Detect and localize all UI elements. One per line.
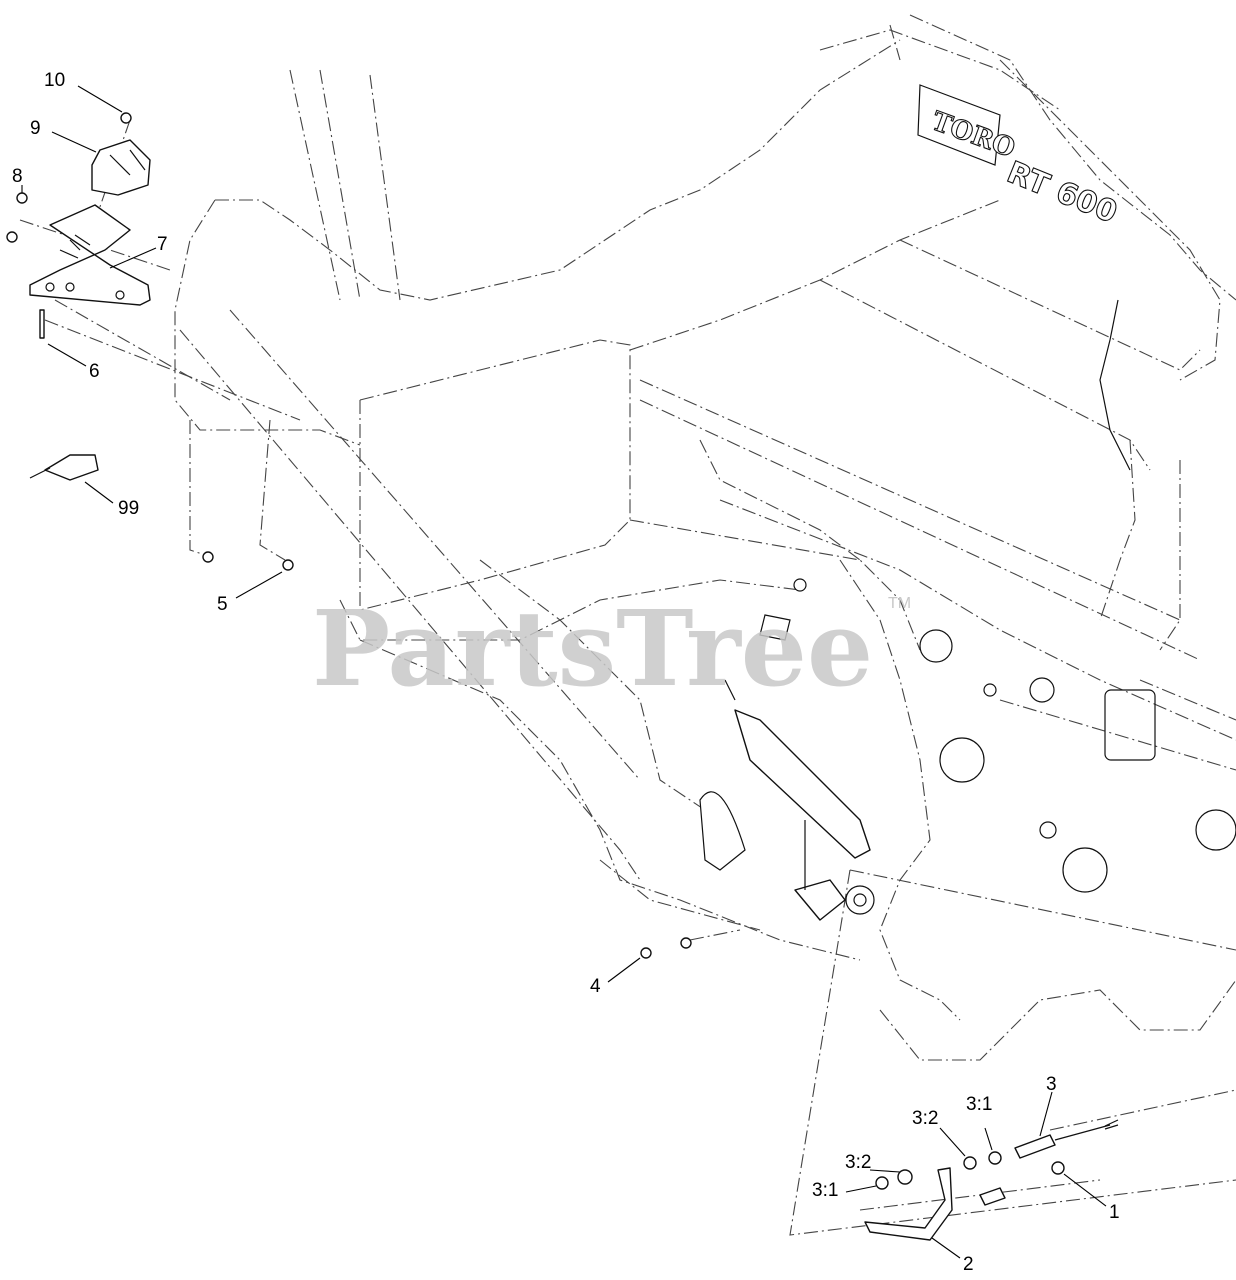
part-99-cable-tie xyxy=(29,454,99,481)
callout-6: 6 xyxy=(89,361,100,382)
callout-10: 10 xyxy=(44,70,65,91)
part-5-nuts xyxy=(202,551,294,571)
callout-7: 7 xyxy=(157,234,168,255)
svg-text:PartsTree: PartsTree xyxy=(312,587,873,710)
leader-lines xyxy=(21,85,1107,1259)
part-7-bracket xyxy=(29,204,151,306)
part-9-switch-housing xyxy=(91,139,151,196)
callout-2: 2 xyxy=(963,1254,974,1275)
svg-text:TM: TM xyxy=(888,595,911,612)
callout-1: 1 xyxy=(1109,1202,1120,1223)
callout-3: 3 xyxy=(1046,1074,1057,1095)
svg-text:TORO: TORO xyxy=(928,106,1019,164)
callout-8: 8 xyxy=(12,166,23,187)
part-8-screw xyxy=(6,192,28,243)
callout-3-1-lower: 3:1 xyxy=(812,1180,838,1201)
callout-labels: 10 9 8 7 6 99 5 4 3 3:1 3:2 3:2 3:1 1 2 xyxy=(12,70,1120,1275)
callout-5: 5 xyxy=(217,594,228,615)
cable-detail xyxy=(864,1119,1119,1241)
callout-99: 99 xyxy=(118,498,139,519)
part-10-nut xyxy=(120,112,132,124)
part-4-nuts xyxy=(640,937,692,959)
linkage-assembly xyxy=(724,614,875,921)
callout-3-1-upper: 3:1 xyxy=(966,1094,992,1115)
chassis-outline xyxy=(19,14,1236,1236)
side-panel-holes xyxy=(699,299,1236,893)
part-6-bolt xyxy=(39,309,45,339)
svg-text:RT 600: RT 600 xyxy=(1002,155,1122,231)
callout-4: 4 xyxy=(590,976,601,997)
callout-3-2-upper: 3:2 xyxy=(912,1108,938,1129)
callout-9: 9 xyxy=(30,118,41,139)
callout-3-2-lower: 3:2 xyxy=(845,1152,871,1173)
toro-brand-plate: TORO RT 600 xyxy=(917,84,1123,231)
watermark: PartsTree TM xyxy=(312,587,911,710)
